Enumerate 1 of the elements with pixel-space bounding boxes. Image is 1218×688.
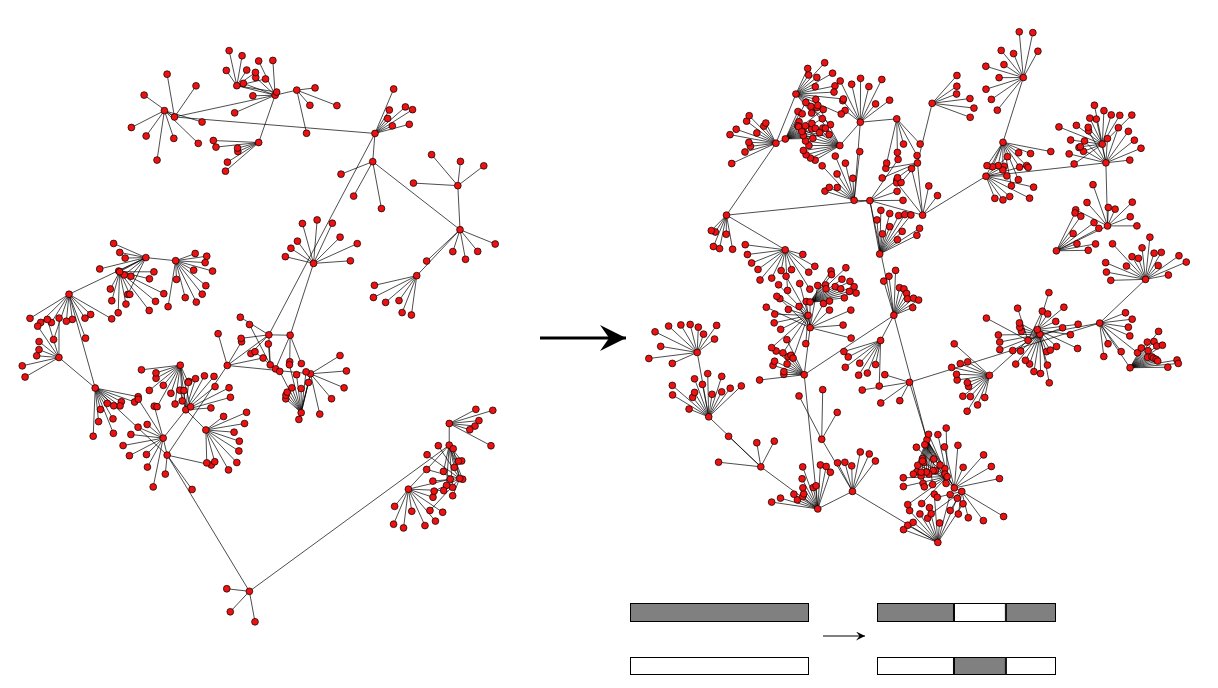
arrow [540, 325, 626, 351]
